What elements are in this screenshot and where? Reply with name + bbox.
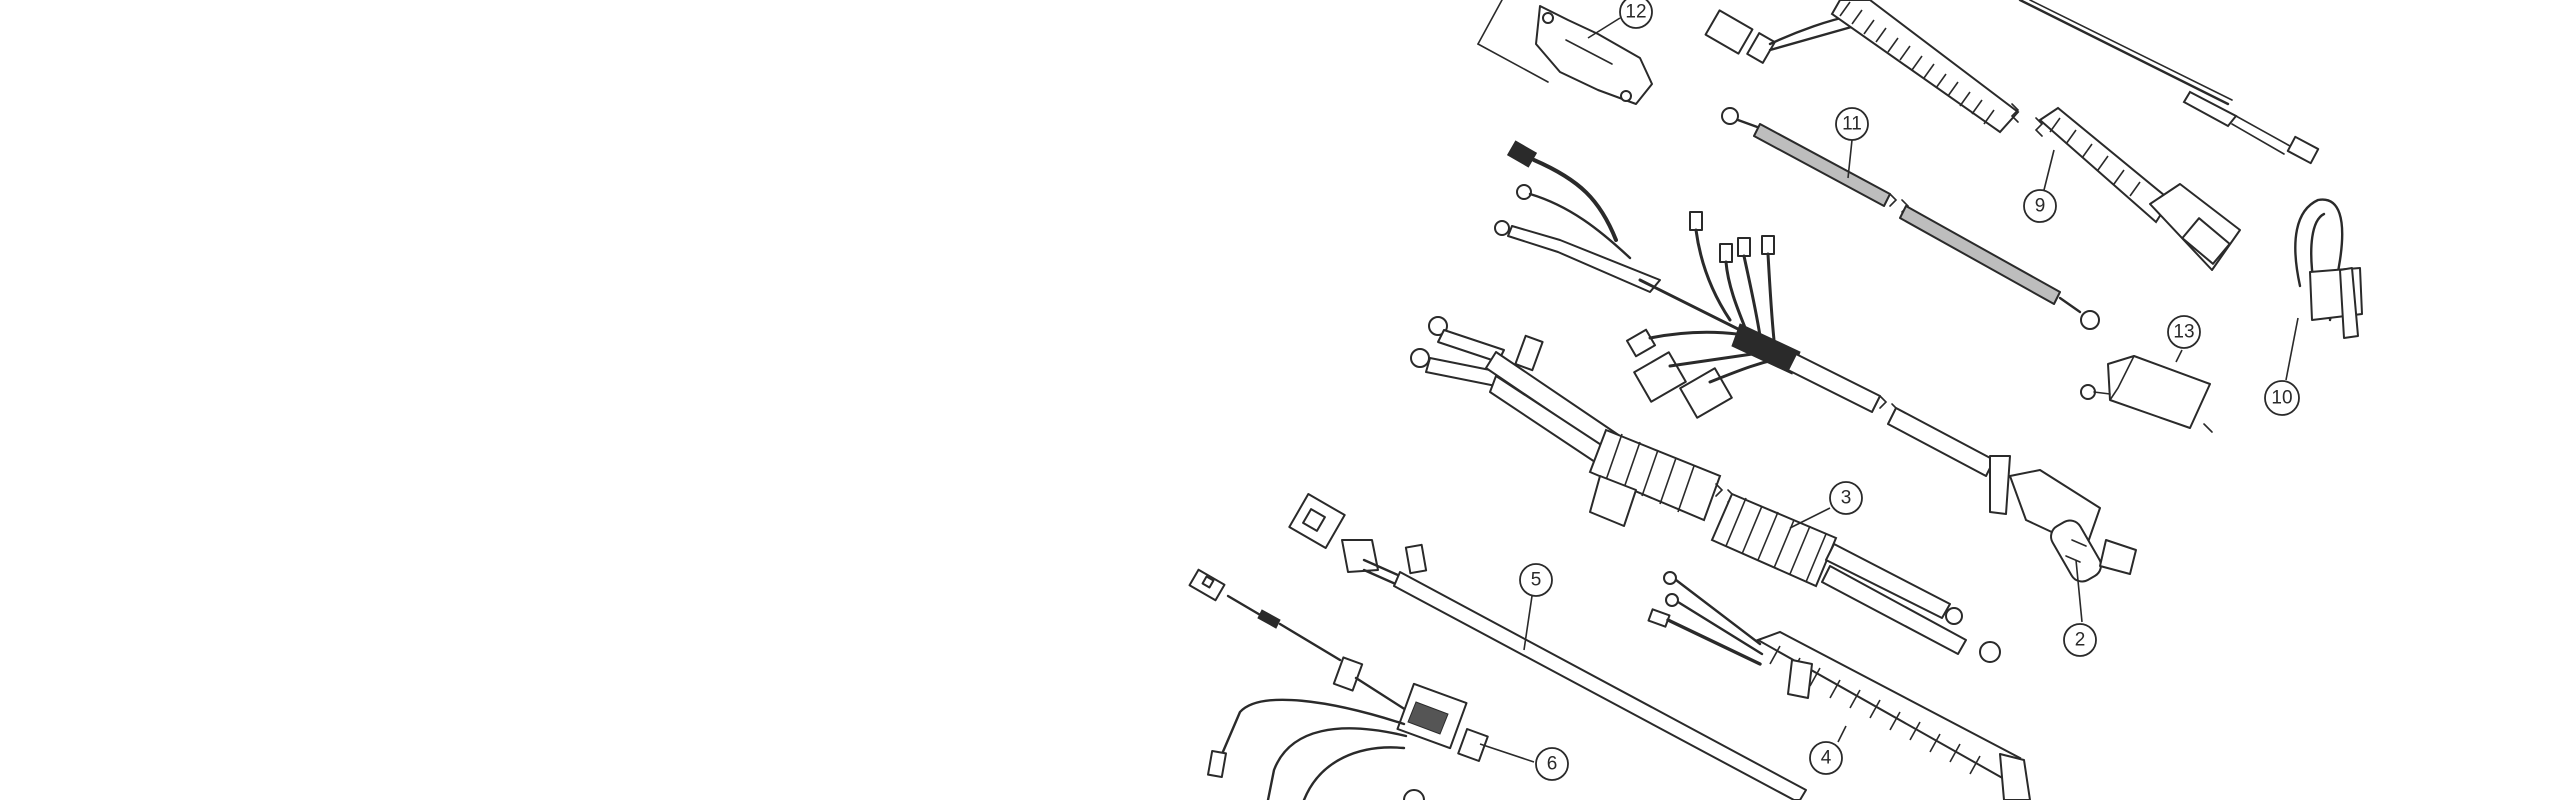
callout-11: 11 [1835, 107, 1869, 179]
callout-9: 9 [2023, 149, 2057, 223]
sleeve-ribs [1839, 1, 1995, 125]
callout-3-label: 3 [1841, 488, 1852, 509]
callout-4-label: 4 [1821, 748, 1832, 769]
callout-12: 12 [1587, 0, 1653, 39]
part-10-bracket [2294, 198, 2363, 339]
callout-11-label: 11 [1842, 114, 1862, 135]
callout-6-label: 6 [1547, 754, 1558, 775]
callout-4: 4 [1809, 725, 1847, 775]
part-5-cable [1288, 493, 1807, 800]
callout-9-label: 9 [2035, 196, 2046, 217]
callout-13: 13 [2167, 315, 2201, 363]
callout-13-label: 13 [2173, 322, 2194, 343]
callout-2-label: 2 [2075, 630, 2086, 651]
callout-2: 2 [2063, 559, 2097, 657]
callout-10: 10 [2264, 317, 2300, 416]
part-3-power-harness [1410, 316, 2001, 663]
callout-6: 6 [1479, 743, 1569, 781]
part-2-plug [2009, 469, 2137, 583]
part-11-battery-cable [1721, 107, 2100, 330]
part-4-harness [1647, 571, 2031, 800]
callout-3: 3 [1789, 481, 1863, 529]
part-13-relay-box [2080, 355, 2213, 433]
part-12-fuse-link [1477, 0, 1653, 105]
callout-12-label: 12 [1625, 2, 1646, 23]
callout-10-label: 10 [2271, 388, 2292, 409]
callout-5-label: 5 [1531, 570, 1542, 591]
part-6-module [1188, 568, 1489, 800]
part-9-harness [1704, 0, 2320, 271]
part-control-harness [1494, 140, 2011, 515]
callout-5: 5 [1519, 563, 1553, 651]
